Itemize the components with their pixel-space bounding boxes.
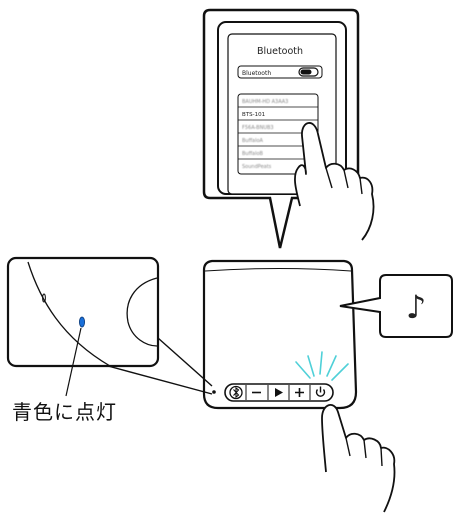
bluetooth-button[interactable]	[229, 385, 243, 400]
play-icon	[275, 388, 283, 397]
device-item[interactable]: BAUHM-HD A3AA3	[242, 99, 288, 105]
device-item-bts-101[interactable]: BTS-101	[242, 112, 265, 118]
toggle-label: Bluetooth	[242, 70, 271, 77]
music-note-icon: ♪	[406, 288, 426, 326]
device-item[interactable]: SoundPeats	[242, 164, 272, 170]
plus-icon	[295, 388, 304, 397]
pressing-hand	[321, 404, 396, 513]
bluetooth-toggle-row[interactable]: Bluetooth	[237, 65, 323, 79]
indicator-led	[212, 390, 216, 394]
power-icon	[315, 386, 326, 397]
sound-bubble	[339, 274, 453, 338]
speaker	[202, 259, 358, 410]
plus-button[interactable]	[295, 388, 304, 397]
indicator-caption: 青色に点灯	[12, 400, 117, 424]
blue-led-dot	[79, 316, 86, 328]
device-item[interactable]: BuffaloB	[242, 151, 264, 157]
bluetooth-icon	[233, 386, 240, 399]
device-item[interactable]: F56A-BNUB3	[242, 125, 274, 131]
tapping-hand	[294, 122, 375, 241]
power-glow	[295, 351, 349, 381]
play-button[interactable]	[275, 388, 283, 397]
led-zoom-callout	[6, 256, 213, 397]
device-item[interactable]: BuffaloA	[242, 138, 264, 144]
device-list: BAUHM-HD A3AA3 BTS-101 F56A-BNUB3 Buffal…	[237, 93, 319, 175]
power-button[interactable]	[315, 386, 326, 397]
screen-title: Bluetooth	[257, 46, 303, 57]
